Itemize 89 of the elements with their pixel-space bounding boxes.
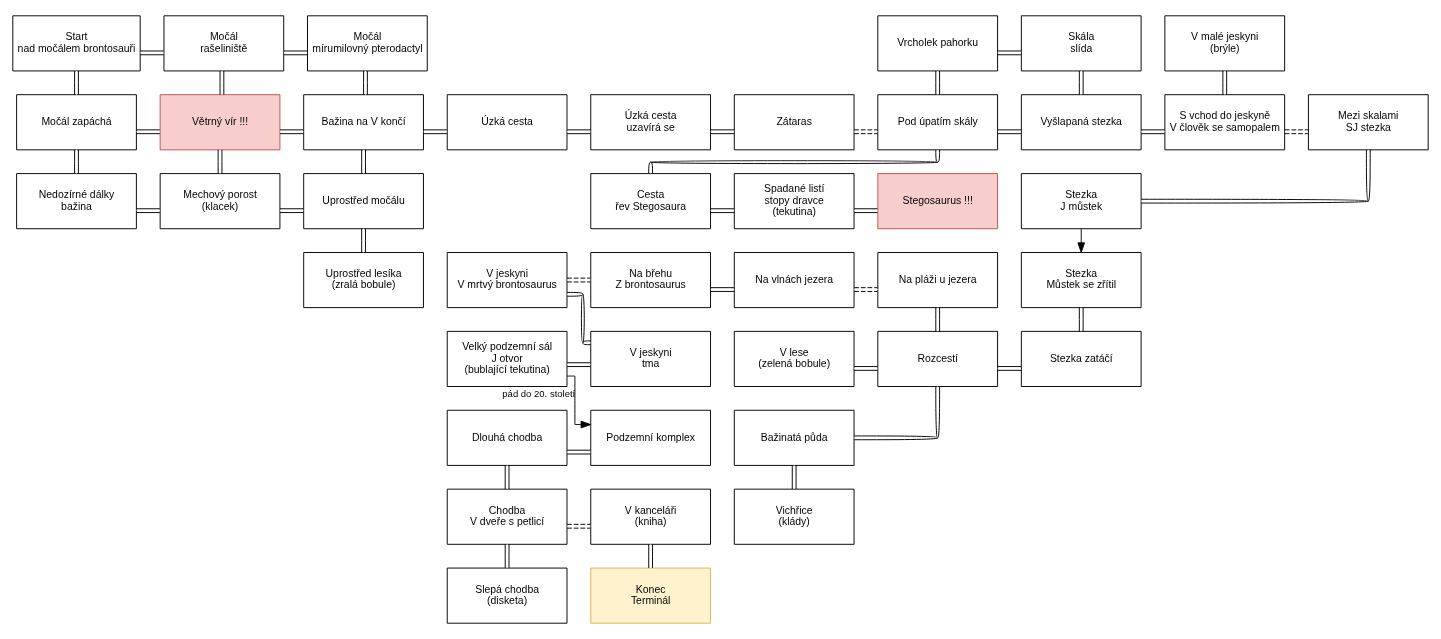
node-box: Úzká cesta bbox=[446, 94, 568, 151]
connector bbox=[1078, 70, 1084, 96]
node-box: Start nad močálem brontosauři bbox=[12, 15, 141, 72]
connector bbox=[136, 129, 161, 135]
connector bbox=[935, 70, 941, 96]
connector bbox=[997, 366, 1022, 371]
node-box: S vchod do jeskyně V člověk se samopalem bbox=[1164, 94, 1286, 151]
node-box: Slepá chodba (disketa) bbox=[446, 567, 568, 624]
node-box: Větrný vír !!! bbox=[159, 94, 281, 151]
connector bbox=[710, 129, 735, 135]
node-box: Stezka Můstek se zřítil bbox=[1020, 252, 1142, 309]
node-box: Močál rašeliniště bbox=[163, 15, 285, 72]
connector bbox=[853, 386, 941, 441]
connector bbox=[853, 366, 878, 371]
connector bbox=[710, 287, 735, 292]
connector bbox=[566, 277, 591, 283]
node-box: Rozcestí bbox=[877, 330, 999, 387]
connector bbox=[566, 129, 591, 135]
node-box: Skála slída bbox=[1020, 15, 1142, 72]
connector bbox=[363, 70, 368, 96]
connector bbox=[1078, 307, 1084, 332]
connector bbox=[1222, 70, 1228, 96]
connector bbox=[1284, 129, 1309, 135]
connector bbox=[279, 208, 304, 214]
node-box: Konec Terminál bbox=[590, 567, 711, 624]
node-box: Vichřice (klády) bbox=[733, 488, 855, 545]
connector bbox=[136, 208, 161, 214]
node-box: Uprostřed močálu bbox=[303, 173, 424, 230]
node-box: Velký podzemní sál J otvor (bublající tekutina) bbox=[446, 330, 568, 387]
connector bbox=[74, 149, 79, 174]
connector bbox=[710, 208, 735, 214]
connector bbox=[74, 70, 79, 96]
connector bbox=[139, 50, 165, 56]
node-box: V kanceláři (kniha) bbox=[590, 488, 711, 545]
connector bbox=[566, 523, 591, 529]
connector bbox=[504, 464, 510, 490]
connector bbox=[1140, 129, 1165, 135]
node-box: Vyšlapaná stezka bbox=[1020, 94, 1142, 151]
connector bbox=[648, 543, 653, 569]
node-box: Močál mírumilovný pterodactyl bbox=[307, 15, 428, 72]
node-box: V jeskyni tma bbox=[590, 330, 711, 387]
node-box: Vrcholek pahorku bbox=[877, 15, 999, 72]
connector bbox=[1140, 149, 1371, 204]
node-box: Uprostřed lesíka (zralá bobule) bbox=[303, 252, 424, 309]
connector bbox=[566, 449, 591, 455]
node-box: Chodba V dveře s petlicí bbox=[446, 488, 568, 545]
node-box: Zátaras bbox=[733, 94, 855, 151]
connector bbox=[283, 50, 308, 56]
connector bbox=[219, 70, 225, 96]
connector bbox=[423, 129, 448, 135]
node-box: Stezka J můstek bbox=[1020, 173, 1142, 230]
connector bbox=[566, 291, 592, 346]
node-box: V lese (zelená bobule) bbox=[733, 330, 855, 387]
node-box: Stezka zatáčí bbox=[1020, 330, 1142, 387]
node-box: Úzká cesta uzavírá se bbox=[590, 94, 711, 151]
connector bbox=[853, 208, 878, 214]
edge-label: pád do 20. století bbox=[502, 387, 576, 399]
connector bbox=[853, 287, 878, 292]
node-box: Spadané listí stopy dravce (tekutina) bbox=[733, 173, 855, 230]
connector bbox=[566, 362, 591, 368]
arrow bbox=[1077, 228, 1086, 253]
node-box: Mechový porost (klacek) bbox=[159, 173, 281, 230]
node-box: V malé jeskyni (brýle) bbox=[1164, 15, 1286, 72]
connector bbox=[361, 149, 366, 174]
node-box: Bažina na V končí bbox=[303, 94, 424, 151]
node-box: Stegosaurus !!! bbox=[877, 173, 999, 230]
connector bbox=[997, 129, 1022, 135]
connector bbox=[997, 50, 1022, 56]
node-box: Cesta řev Stegosaura bbox=[590, 173, 711, 230]
connector bbox=[648, 149, 941, 174]
node-box: V jeskyni V mrtvý brontosaurus bbox=[446, 252, 568, 309]
node-box: Bažinatá půda bbox=[733, 409, 855, 466]
node-box: Dlouhá chodba bbox=[446, 409, 568, 466]
connector bbox=[791, 464, 797, 490]
connector bbox=[361, 228, 366, 253]
connector bbox=[504, 543, 510, 569]
node-box: Na břehu Z brontosaurus bbox=[590, 252, 711, 309]
connector bbox=[935, 307, 941, 332]
node-box: Na pláži u jezera bbox=[877, 252, 999, 309]
node-box: Mezi skalami SJ stezka bbox=[1307, 94, 1429, 151]
node-box: Nedozírné dálky bažina bbox=[16, 173, 137, 230]
node-box: Močál zapáchá bbox=[16, 94, 137, 151]
connector bbox=[217, 149, 223, 174]
connector bbox=[279, 129, 304, 135]
node-box: Pod úpatím skály bbox=[877, 94, 999, 151]
arrow bbox=[566, 375, 592, 429]
node-box: Podzemní komplex bbox=[590, 409, 711, 466]
node-box: Na vlnách jezera bbox=[733, 252, 855, 309]
connector bbox=[853, 129, 878, 135]
